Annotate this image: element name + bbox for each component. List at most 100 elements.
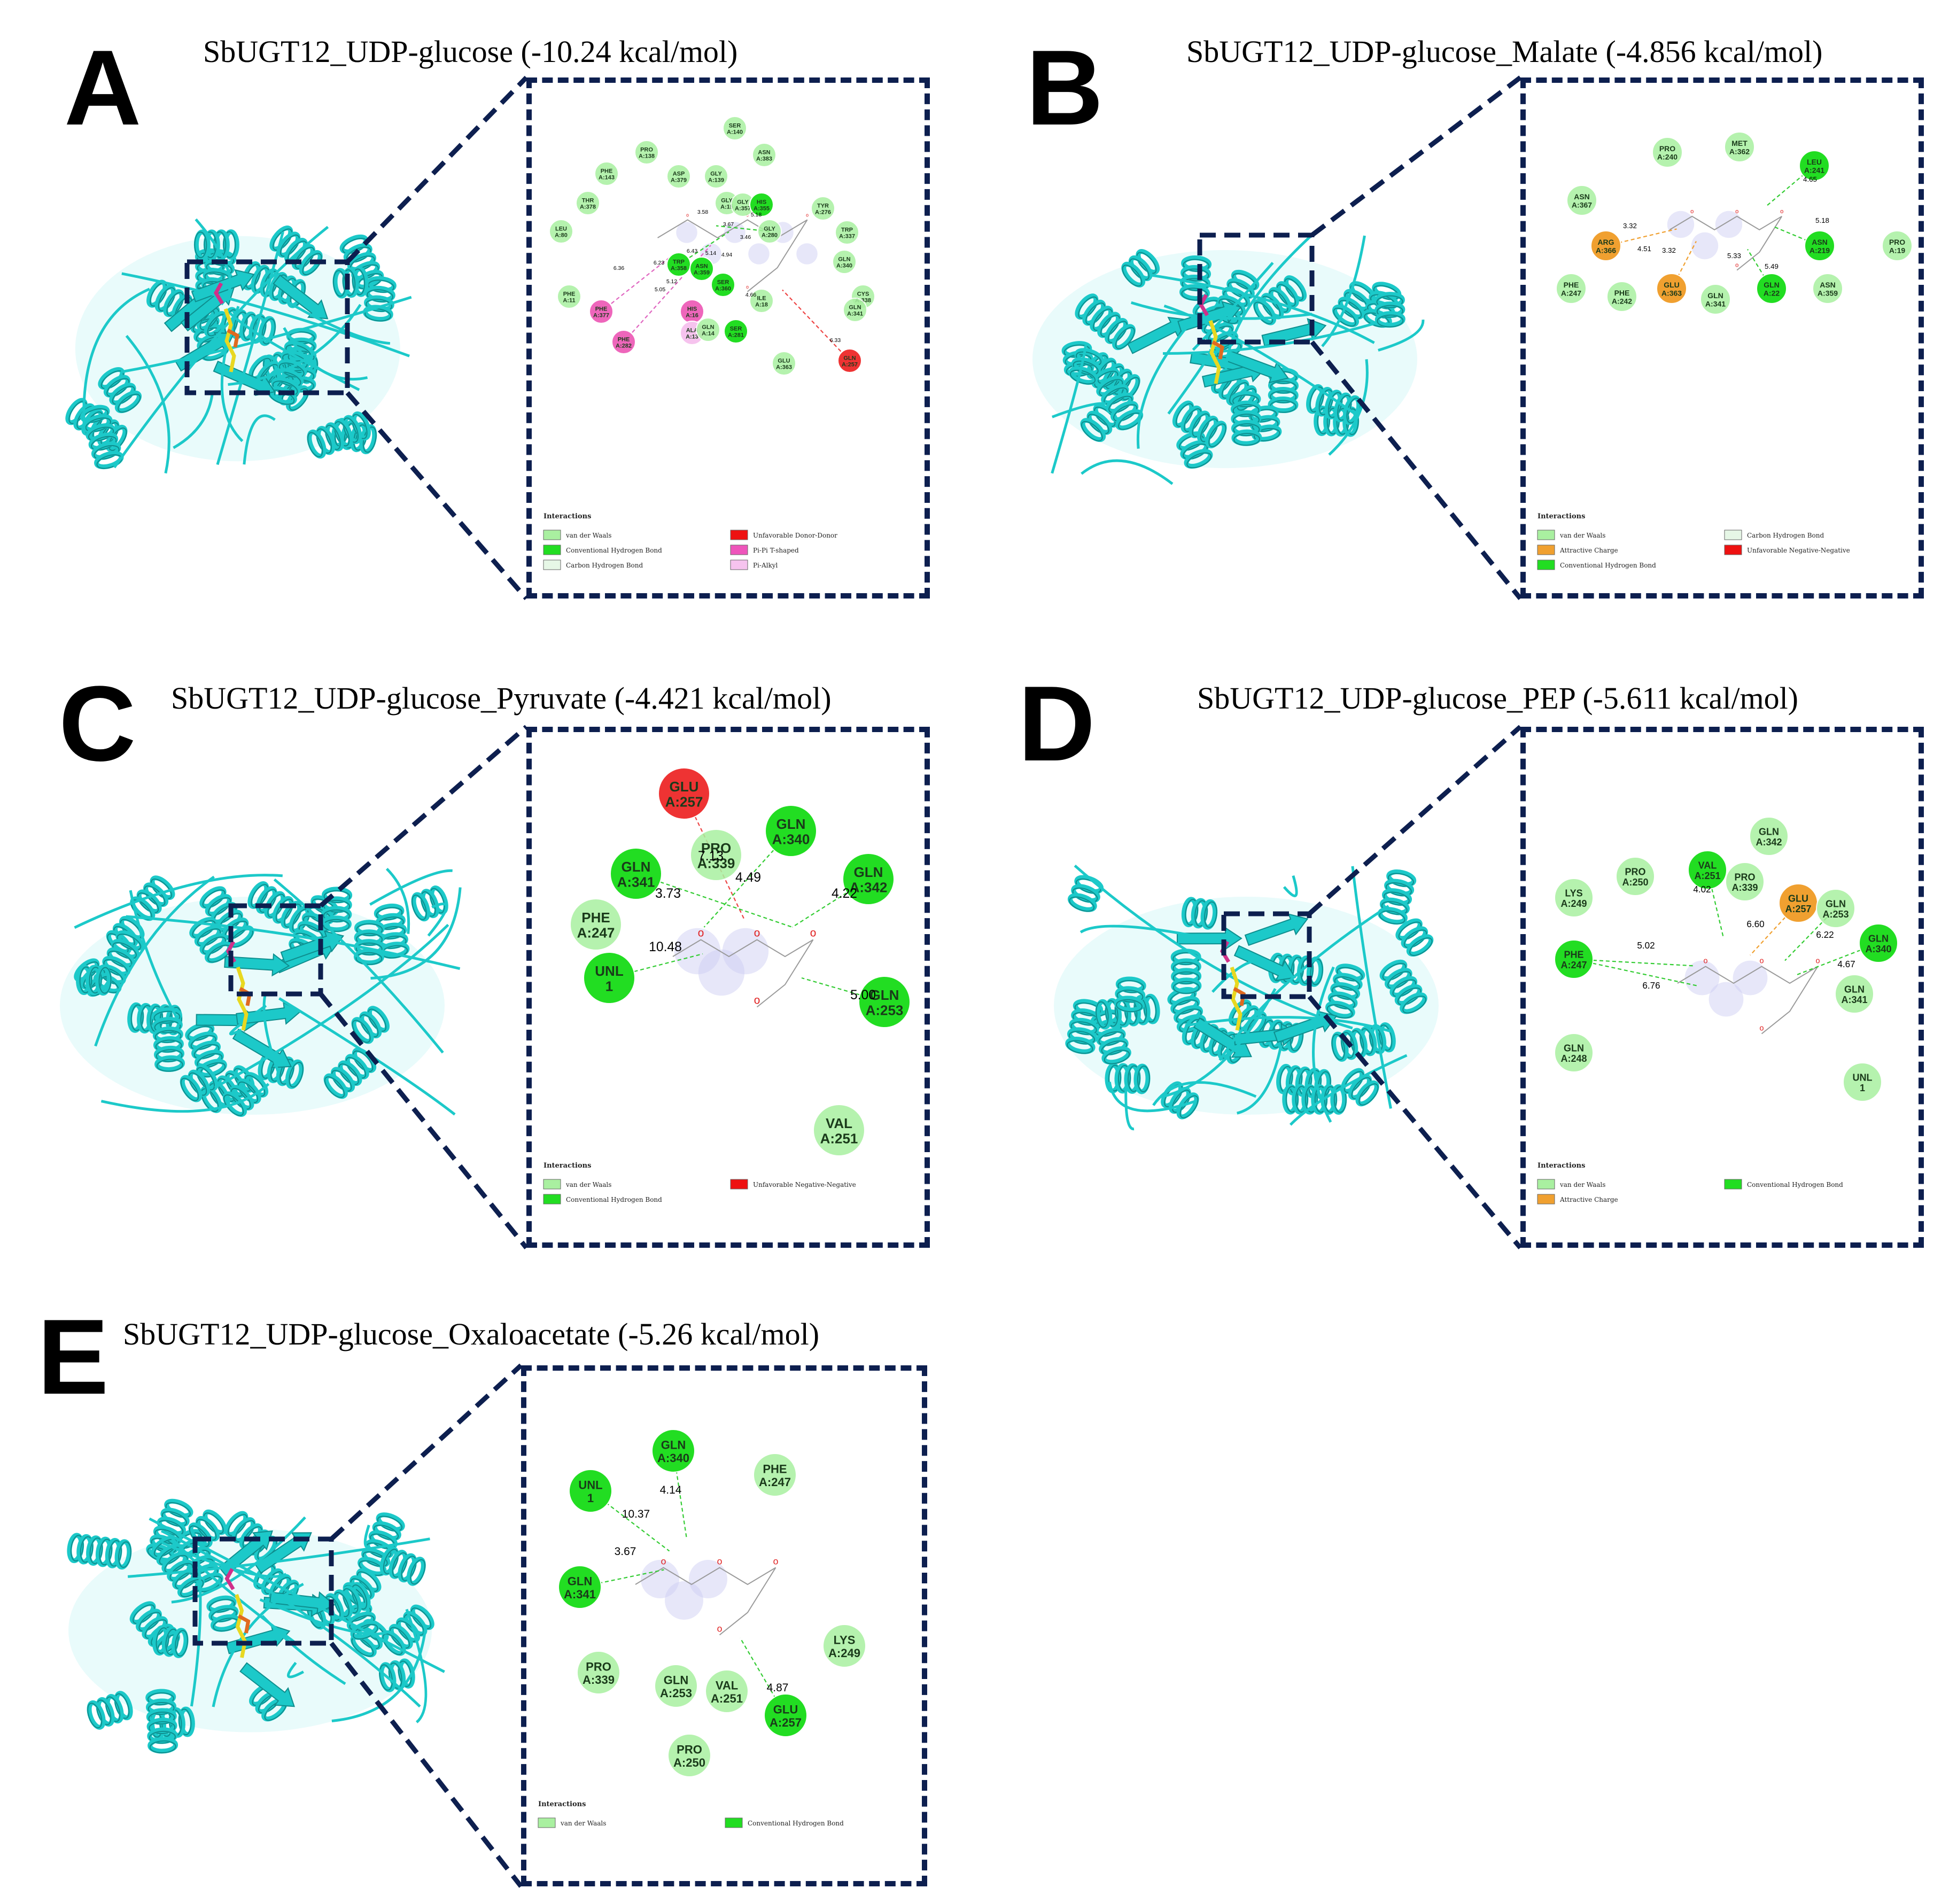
residue-id: A:250 [1622, 877, 1648, 888]
distance-label: 5.12 [666, 279, 678, 285]
legend-item: van der Waals [1537, 1179, 1605, 1190]
legend-item: Unfavorable Negative-Negative [1724, 545, 1850, 555]
svg-text:o: o [754, 994, 760, 1007]
residue-id: A:247 [577, 925, 615, 941]
svg-text:o: o [1759, 1024, 1764, 1033]
residue-id: A:13 [686, 333, 698, 340]
legend-item: Carbon Hydrogen Bond [1724, 530, 1824, 540]
distance-label: 3.32 [1623, 222, 1637, 230]
svg-text:o: o [1735, 262, 1738, 269]
residue-name: GLY [710, 170, 722, 177]
residue-id: A:340 [772, 831, 810, 848]
svg-text:o: o [717, 1623, 723, 1634]
residue-name: PHE [563, 291, 576, 297]
distance-label: 6.76 [1642, 981, 1660, 991]
residue-id: A:337 [839, 233, 855, 239]
residue-name: GLY [721, 197, 733, 204]
residue-id: A:341 [1705, 299, 1726, 308]
legend-heading: Interactions [1537, 512, 1585, 520]
distance-label: 5.33 [1727, 252, 1741, 260]
residue-id: A:247 [759, 1475, 791, 1489]
residue-name: ALA [686, 327, 698, 333]
zoom-box: ooooSERA:140PROA:138ASNA:383PHEA:143ASPA… [526, 77, 930, 599]
residue-name: PRO [640, 146, 653, 153]
legend-label: Attractive Charge [1559, 547, 1618, 554]
residue-id: A:251 [711, 1692, 743, 1705]
residue-name: PRO [1659, 144, 1675, 153]
distance-label: 5.00 [850, 988, 876, 1002]
residue-name: LYS [1565, 888, 1582, 898]
residue-name: GLN [854, 864, 883, 880]
distance-label: 6.22 [1816, 930, 1834, 940]
distance-label: 6.23 [654, 260, 665, 266]
legend-item: Conventional Hydrogen Bond [725, 1817, 844, 1828]
residue-id: A:15 [720, 204, 733, 210]
residue-name: UNL [595, 963, 624, 979]
legend-label: Unfavorable Donor-Donor [753, 532, 837, 539]
legend-item: van der Waals [543, 1179, 611, 1190]
residue-name: PHE [618, 336, 630, 343]
svg-text:o: o [1780, 208, 1783, 215]
residue-id: A:219 [1810, 246, 1830, 254]
legend-heading: Interactions [543, 512, 591, 520]
protein-structure [32, 1475, 486, 1774]
distance-label: 4.94 [721, 252, 733, 258]
residue-name: MET [1731, 139, 1748, 147]
residue-id: A:143 [599, 174, 615, 181]
residue-id: A:367 [1572, 200, 1592, 209]
residue-name: PRO [586, 1660, 611, 1674]
protein-ribbon-svg [67, 1498, 445, 1754]
svg-text:o: o [746, 284, 749, 290]
residue-name: UNL [578, 1479, 602, 1492]
panel-letter: A [64, 28, 142, 147]
distance-label: 4.66 [745, 292, 757, 298]
residue-name: HIS [687, 306, 697, 312]
legend-label: van der Waals [565, 1181, 611, 1188]
svg-text:o: o [1690, 208, 1694, 215]
residue-name: HIS [757, 199, 766, 205]
residue-id: A:257 [1785, 904, 1811, 914]
distance-label: 3.67 [615, 1545, 636, 1558]
legend-label: van der Waals [1559, 1181, 1605, 1188]
distance-label: 3.73 [655, 887, 681, 901]
residue-name: LYS [834, 1634, 856, 1647]
residue-id: A:378 [580, 204, 596, 210]
legend-label: Pi-Alkyl [753, 562, 778, 569]
protein-structure [21, 839, 502, 1160]
svg-text:o: o [698, 927, 704, 939]
residue-id: A:138 [639, 153, 655, 159]
svg-text:o: o [1759, 957, 1764, 966]
residue-id: A:240 [1657, 152, 1678, 161]
distance-label: 5.05 [655, 287, 666, 293]
